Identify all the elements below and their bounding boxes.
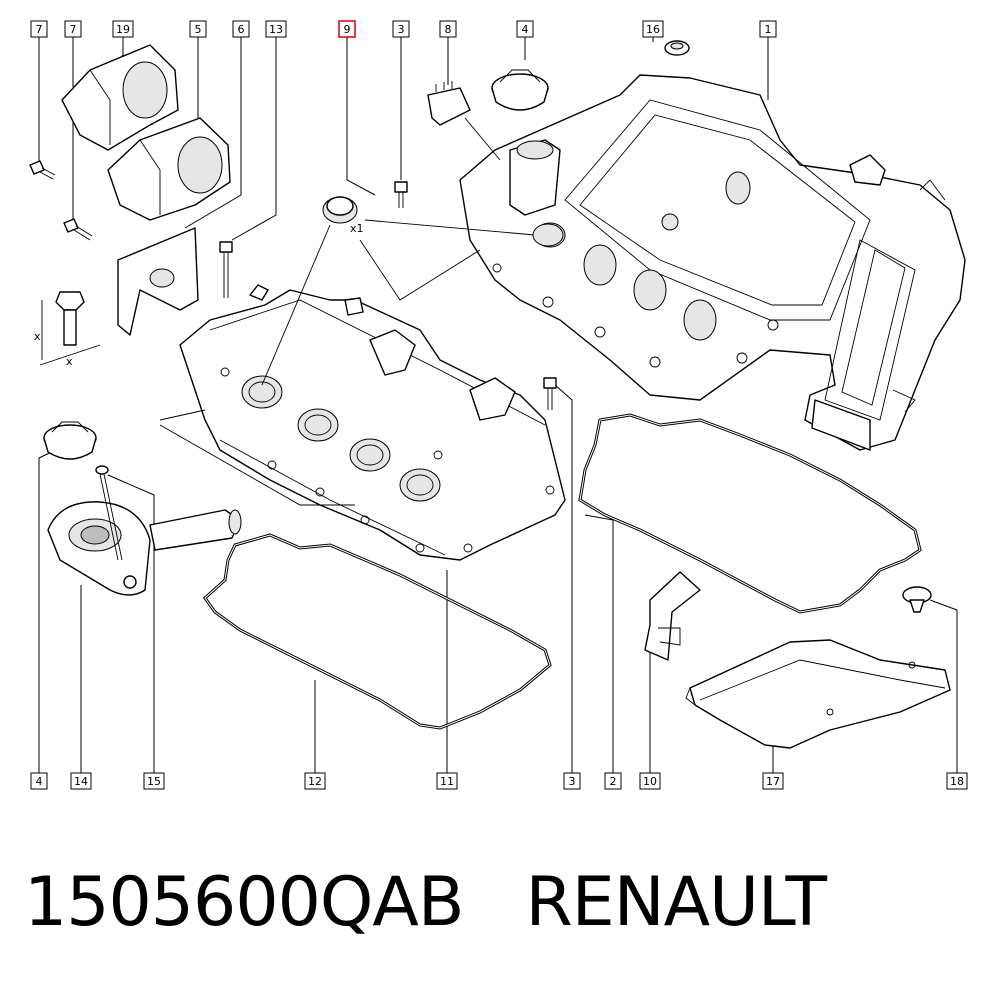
callout-9-highlighted: 9 <box>338 20 356 38</box>
part-7-bolt-upper <box>29 160 56 180</box>
svg-text:14: 14 <box>74 775 88 788</box>
svg-text:3: 3 <box>569 775 576 788</box>
svg-text:3: 3 <box>398 23 405 36</box>
brand-name: RENAULT <box>525 863 827 942</box>
callout-8: 8 <box>439 20 457 38</box>
svg-text:7: 7 <box>36 23 43 36</box>
callout-11: 11 <box>436 772 458 790</box>
svg-text:5: 5 <box>195 23 202 36</box>
part-15-screw <box>95 465 123 561</box>
callout-3-top: 3 <box>392 20 410 38</box>
svg-text:2: 2 <box>610 775 617 788</box>
callout-10: 10 <box>639 772 661 790</box>
part-10-bracket <box>644 571 701 661</box>
callout-13: 13 <box>265 20 287 38</box>
part-11-head-cover <box>159 284 566 561</box>
svg-text:13: 13 <box>269 23 283 36</box>
dimension-mark-vertical: x <box>34 330 41 343</box>
svg-text:19: 19 <box>116 23 130 36</box>
leader-lines <box>38 37 958 773</box>
part-9-plug-seal: x1 <box>261 196 564 386</box>
callout-7b: 7 <box>64 20 82 38</box>
quantity-note: x1 <box>350 222 364 235</box>
svg-text:10: 10 <box>643 775 657 788</box>
svg-text:4: 4 <box>522 23 529 36</box>
dimension-bolt-detail: x x <box>34 291 101 368</box>
part-4-oil-cap-top <box>491 69 549 111</box>
part-5-cover <box>107 117 231 221</box>
svg-text:17: 17 <box>766 775 780 788</box>
callout-17: 17 <box>762 772 784 790</box>
callout-4-top: 4 <box>516 20 534 38</box>
svg-text:9: 9 <box>344 23 351 36</box>
callout-6: 6 <box>232 20 250 38</box>
svg-text:18: 18 <box>950 775 964 788</box>
callout-4-bottom: 4 <box>30 772 48 790</box>
part-14-filler-neck <box>47 501 242 596</box>
callout-15: 15 <box>143 772 165 790</box>
part-3-bolt-right <box>543 377 557 410</box>
part-7-bolt-lower <box>63 218 93 241</box>
callout-14: 14 <box>70 772 92 790</box>
callout-16: 16 <box>642 20 664 38</box>
part-12-gasket <box>203 533 552 730</box>
svg-text:6: 6 <box>238 23 245 36</box>
exploded-parts-diagram: 7 7 19 5 6 13 9 3 8 4 16 1 <box>29 20 968 790</box>
callout-18: 18 <box>946 772 968 790</box>
part-18-clip <box>902 586 932 613</box>
part-17-heat-shield <box>685 639 951 749</box>
svg-text:16: 16 <box>646 23 660 36</box>
part-4-oil-cap-left <box>43 421 97 460</box>
part-number: 1505600QAB <box>24 863 465 942</box>
svg-text:8: 8 <box>445 23 452 36</box>
callout-5: 5 <box>189 20 207 38</box>
part-6-bracket <box>117 227 199 336</box>
part-3-bolt-top <box>394 181 408 208</box>
callout-7a: 7 <box>30 20 48 38</box>
svg-text:7: 7 <box>70 23 77 36</box>
callout-12: 12 <box>304 772 326 790</box>
caption: 1505600QAB RENAULT <box>24 858 827 948</box>
callout-3-bottom: 3 <box>563 772 581 790</box>
svg-text:15: 15 <box>147 775 161 788</box>
svg-text:1: 1 <box>765 23 772 36</box>
callout-2: 2 <box>604 772 622 790</box>
svg-text:11: 11 <box>440 775 454 788</box>
svg-text:4: 4 <box>36 775 43 788</box>
part-1-intake-cover <box>459 74 966 451</box>
part-13-long-bolt <box>219 241 233 298</box>
part-8-connector <box>427 81 501 161</box>
callout-1: 1 <box>759 20 777 38</box>
callout-19: 19 <box>112 20 134 38</box>
part-19-cover <box>61 44 179 151</box>
part-16-grommet <box>664 40 690 56</box>
dimension-mark-horizontal: x <box>66 355 73 368</box>
svg-text:12: 12 <box>308 775 322 788</box>
part-2-gasket <box>578 413 922 614</box>
